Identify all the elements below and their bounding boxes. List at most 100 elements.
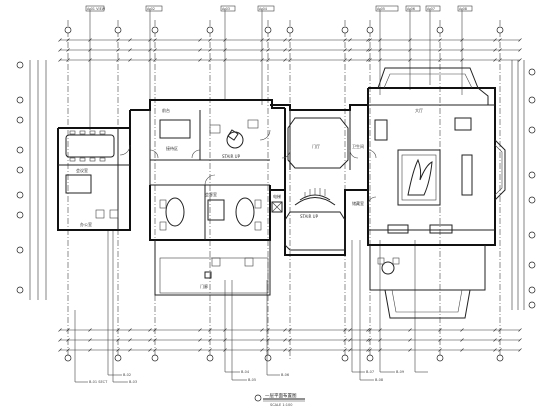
dimension-tick: [148, 338, 152, 342]
left-axis-bubbles: [16, 61, 24, 294]
dimension-tick: [148, 328, 152, 332]
tag-bottom-4: B-04: [241, 370, 250, 374]
dimension-tick: [493, 338, 497, 342]
dimension-tick: [283, 58, 287, 62]
label-porch: 门廊: [200, 283, 208, 289]
label-hall: 大厅: [415, 107, 423, 113]
dimension-tick: [518, 338, 522, 342]
tag-bottom-7: B-07: [366, 370, 374, 374]
tag-top-1: A-01 VIEW: [87, 7, 106, 11]
tag-top-8: A-08: [459, 7, 467, 11]
top-index-tags: A-01 VIEW A-02 A-03 A-04 A-05 A-06 A-07 …: [85, 5, 473, 130]
tag-top-2: A-02: [147, 7, 155, 11]
dimension-tick: [283, 348, 287, 352]
dimension-tick: [116, 58, 120, 62]
dimension-tick: [348, 38, 352, 42]
dimension-tick: [128, 338, 132, 342]
dimension-tick: [128, 48, 132, 52]
dimension-tick: [148, 348, 152, 352]
dimension-tick: [283, 48, 287, 52]
tag-bottom-3: B-03: [129, 380, 137, 384]
left-dimension-lines: [29, 60, 47, 300]
dimension-tick: [493, 328, 497, 332]
label-lounge: 会客室: [205, 191, 217, 197]
dimension-tick: [288, 58, 292, 62]
dimension-tick: [260, 338, 264, 342]
dimension-tick: [348, 58, 352, 62]
dimension-tick: [88, 338, 92, 342]
bottom-index-tags: B-01 SECT B-02 B-03 B-04 B-05 B-06 B-07 …: [74, 230, 428, 384]
dimension-tick: [58, 38, 62, 42]
dimension-tick: [460, 328, 464, 332]
right-axis-bubbles: [528, 68, 536, 309]
dimension-tick: [260, 328, 264, 332]
dimension-tick: [128, 328, 132, 332]
label-foyer: 门厅: [312, 143, 320, 149]
dimension-tick: [58, 328, 62, 332]
dimension-tick: [266, 58, 270, 62]
dimension-tick: [518, 328, 522, 332]
dimension-tick: [493, 348, 497, 352]
dimension-tick: [208, 58, 212, 62]
drawing-scale: SCALE 1:100: [270, 403, 292, 407]
dimension-tick: [128, 348, 132, 352]
dimension-tick: [58, 338, 62, 342]
exterior-walls: [57, 67, 506, 319]
top-axis-bubbles: [64, 26, 504, 34]
label-lift: 电梯: [273, 193, 281, 199]
dimension-tick: [58, 58, 62, 62]
dimension-tick: [198, 58, 202, 62]
label-front-desk: 前台: [162, 107, 170, 113]
dimension-tick: [58, 348, 62, 352]
label-meeting-room: 会议室: [76, 167, 88, 173]
dimension-tick: [128, 38, 132, 42]
tag-top-5: A-05: [377, 7, 385, 11]
furniture: [65, 117, 473, 279]
tag-bottom-6: B-06: [281, 373, 289, 377]
dimension-tick: [198, 38, 202, 42]
dimension-tick: [368, 58, 372, 62]
dimension-tick: [283, 338, 287, 342]
drawing-title-block: 一层平面布置图 SCALE 1:100: [254, 392, 305, 407]
label-stair-up-2: STAIR UP: [300, 214, 319, 219]
drawing-title: 一层平面布置图: [265, 392, 297, 399]
dimension-tick: [438, 58, 442, 62]
bottom-axis-bubbles: [64, 354, 504, 362]
dimension-tick: [88, 348, 92, 352]
dimension-tick: [348, 48, 352, 52]
dimension-tick: [260, 348, 264, 352]
dimension-tick: [348, 348, 352, 352]
dimension-tick: [348, 338, 352, 342]
dimension-tick: [153, 58, 157, 62]
dimension-tick: [518, 38, 522, 42]
dimension-tick: [198, 348, 202, 352]
dimension-tick: [348, 328, 352, 332]
dimension-tick: [366, 48, 370, 52]
dimension-tick: [283, 328, 287, 332]
tag-top-6: A-06: [407, 7, 415, 11]
tag-top-4: A-04: [259, 7, 268, 11]
dimension-tick: [493, 48, 497, 52]
tag-top-7: A-07: [427, 7, 435, 11]
label-storage: 储藏室: [352, 200, 364, 206]
tag-top-3: A-03: [222, 7, 230, 11]
dimension-tick: [366, 58, 370, 62]
room-labels: 会议室 办公室 接待区 STAIR UP STAIR UP 门厅 电梯 大厅 会…: [76, 107, 423, 289]
tag-bottom-5: B-05: [248, 378, 256, 382]
dimension-tick: [198, 328, 202, 332]
dimension-tick: [198, 338, 202, 342]
label-office: 办公室: [80, 221, 92, 227]
dimension-tick: [408, 348, 412, 352]
dimension-tick: [366, 38, 370, 42]
tag-bottom-1: B-01 SECT: [89, 380, 108, 384]
dimension-tick: [518, 58, 522, 62]
label-reception: 接待区: [166, 145, 178, 151]
tag-bottom-8: B-08: [375, 378, 383, 382]
dimension-tick: [408, 338, 412, 342]
dimension-tick: [518, 48, 522, 52]
label-wc: 卫生间: [352, 143, 364, 149]
dimension-tick: [366, 338, 370, 342]
dimension-tick: [366, 328, 370, 332]
dimension-tick: [408, 328, 412, 332]
